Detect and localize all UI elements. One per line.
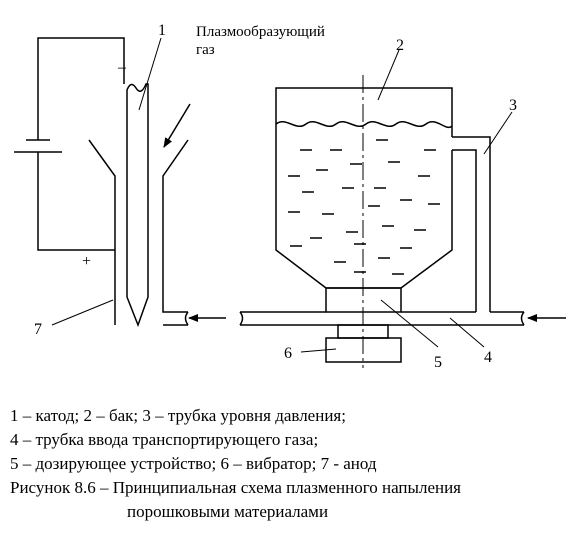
label-2: 2 bbox=[396, 37, 404, 54]
plasma-gas-label-line2: газ bbox=[196, 42, 215, 58]
label-1: 1 bbox=[158, 22, 166, 39]
figure-caption: 1 – катод; 2 – бак; 3 – трубка уровня да… bbox=[10, 404, 570, 524]
legend-line-3: 5 – дозирующее устройство; 6 – вибратор;… bbox=[10, 454, 377, 473]
label-6: 6 bbox=[284, 345, 292, 362]
powder-particles bbox=[288, 139, 440, 275]
legend-line-2: 4 – трубка ввода транспортирующего газа; bbox=[10, 430, 319, 449]
cathode bbox=[126, 83, 149, 328]
transport-gas-tube bbox=[239, 311, 525, 326]
pressure-level-tube bbox=[452, 136, 491, 312]
tank bbox=[275, 87, 453, 289]
label-3: 3 bbox=[509, 97, 517, 114]
plasma-gas-label-line1: Плазмообразующий bbox=[196, 24, 325, 40]
figure-title-continuation: порошковыми материалами bbox=[127, 502, 329, 521]
plus-sign: + bbox=[82, 253, 91, 270]
label-4: 4 bbox=[484, 349, 492, 366]
legend-line-1: 1 – катод; 2 – бак; 3 – трубка уровня да… bbox=[10, 406, 346, 425]
power-circuit bbox=[14, 37, 125, 251]
plasma-gas-arrow bbox=[163, 103, 191, 148]
anode-nozzle bbox=[88, 139, 189, 326]
label-7: 7 bbox=[34, 321, 42, 338]
leader-lines bbox=[51, 37, 513, 353]
figure-title: Рисунок 8.6 – Принципиальная схема плазм… bbox=[10, 478, 461, 497]
label-5: 5 bbox=[434, 354, 442, 371]
minus-sign: – bbox=[117, 59, 127, 76]
plasma-spraying-scheme: 1 2 3 4 5 6 7 Плазмообразующий газ – + bbox=[14, 22, 566, 371]
